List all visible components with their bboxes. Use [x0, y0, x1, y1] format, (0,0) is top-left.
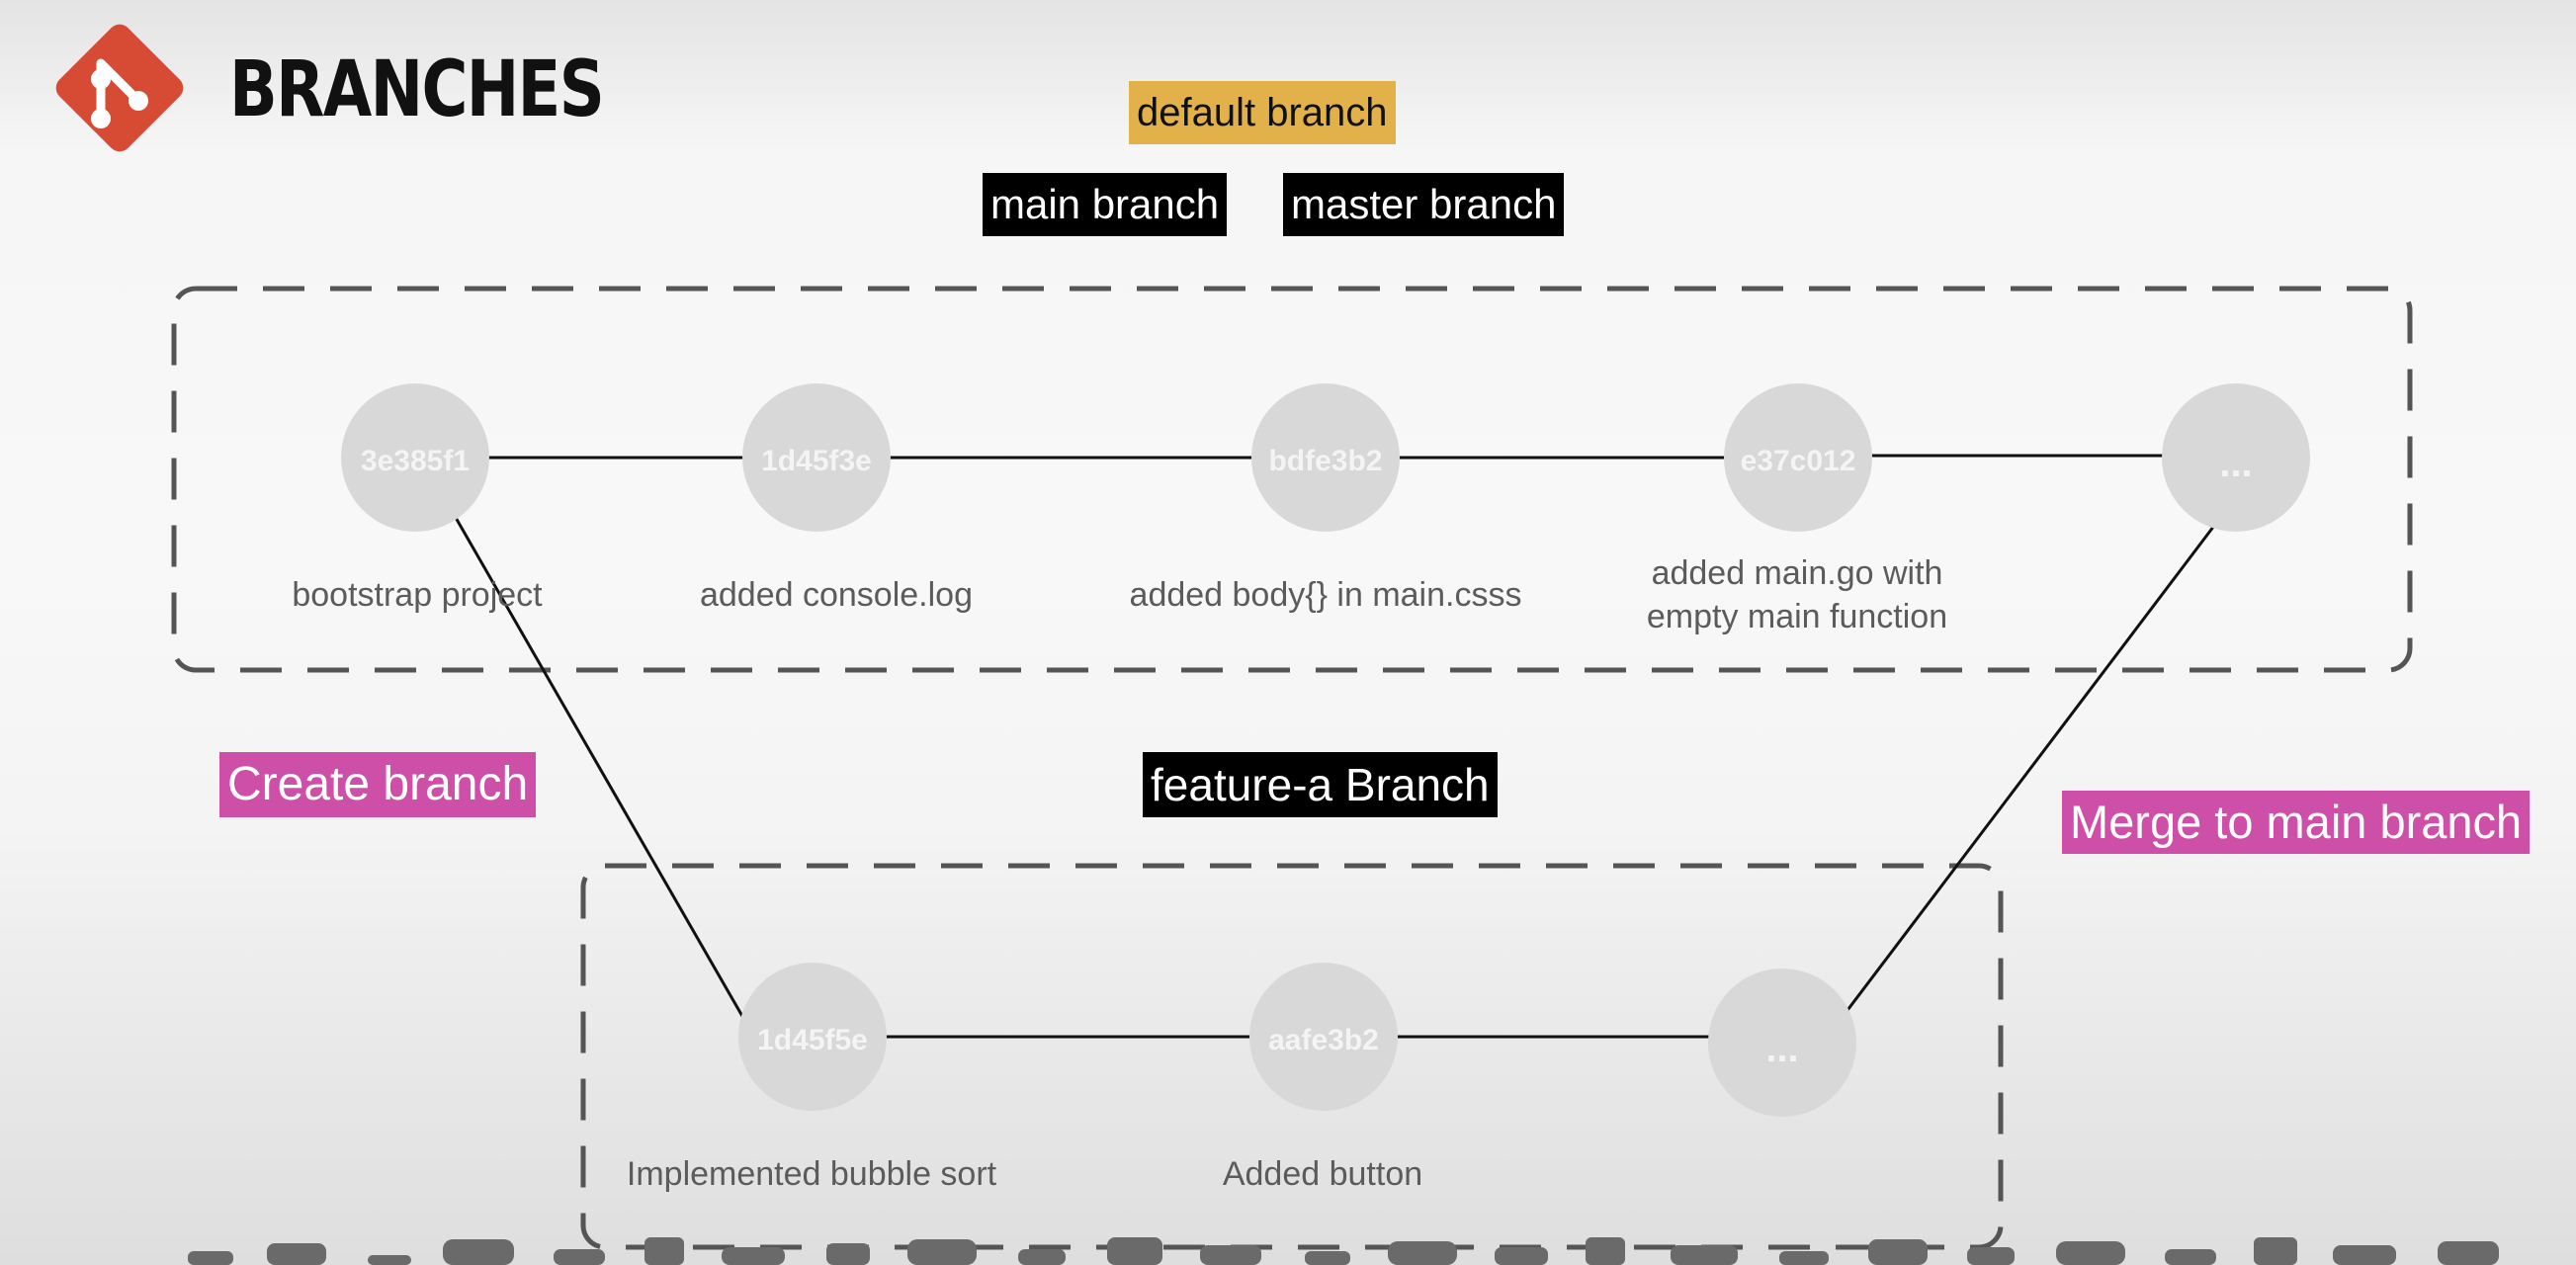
feature-branch-frame [580, 863, 2004, 1250]
svg-text:1d45f5e: 1d45f5e [757, 1024, 868, 1056]
svg-text:e37c012: e37c012 [1741, 445, 1856, 477]
main-branch-frame [171, 286, 2413, 673]
merge-to-main-tag: Merge to main branch [2062, 791, 2531, 854]
commit-caption: Implemented bubble sort [626, 1155, 997, 1193]
page-title: BRANCHES [229, 45, 605, 134]
main-commit-node[interactable]: 3e385f1 [341, 383, 489, 532]
feature-branch-tag: feature-a Branch [1143, 752, 1498, 817]
main-commit-node[interactable]: 1d45f3e [742, 383, 891, 532]
git-logo-icon [55, 24, 184, 152]
commit-caption: Added button [1222, 1155, 1423, 1193]
commit-caption: added body{} in main.csss [1129, 576, 1522, 614]
svg-text:bdfe3b2: bdfe3b2 [1268, 445, 1382, 477]
feature-commit-node[interactable]: aafe3b2 [1249, 963, 1398, 1111]
main-commit-node[interactable]: ... [2162, 383, 2310, 532]
subtitle-overlay [0, 1204, 2576, 1265]
commit-caption: bootstrap project [292, 576, 543, 614]
create-branch-tag: Create branch [219, 752, 537, 817]
commit-caption: added main.go with empty main function [1646, 554, 1948, 635]
create-branch-connector [453, 515, 745, 1019]
svg-text:aafe3b2: aafe3b2 [1268, 1024, 1379, 1056]
main-commit-node[interactable]: e37c012 [1724, 383, 1872, 532]
merge-connector [1831, 509, 2228, 1031]
subtitle-glyphs [188, 1237, 2499, 1265]
commit-caption: added console.log [699, 576, 973, 614]
default-branch-tag: default branch [1129, 81, 1396, 144]
main-commit-node[interactable]: bdfe3b2 [1251, 383, 1400, 532]
svg-text:3e385f1: 3e385f1 [361, 445, 470, 477]
master-branch-tag: master branch [1283, 173, 1565, 236]
svg-text:...: ... [1765, 1027, 1798, 1070]
feature-commit-node[interactable]: 1d45f5e [738, 963, 887, 1111]
main-branch-tag: main branch [983, 173, 1228, 236]
svg-text:1d45f3e: 1d45f3e [761, 445, 872, 477]
feature-commit-node[interactable]: ... [1708, 969, 1856, 1117]
svg-text:...: ... [2219, 442, 2252, 485]
